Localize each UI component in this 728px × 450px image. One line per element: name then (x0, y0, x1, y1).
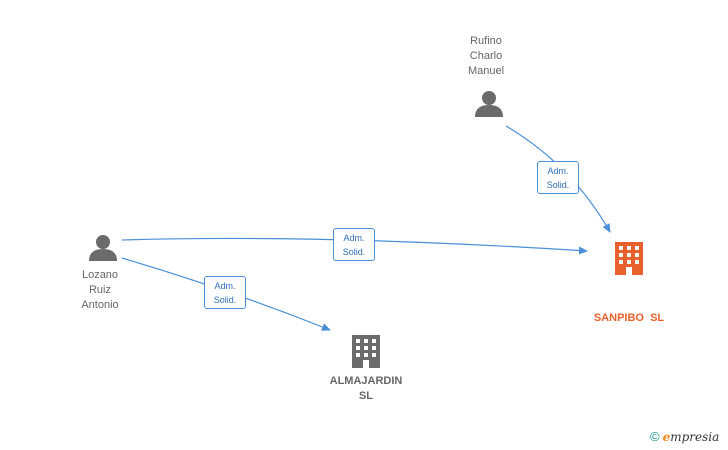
edge-label-lozano-almajardin: Adm. Solid. (204, 276, 246, 309)
copyright-icon: © (650, 429, 660, 444)
empresia-watermark: ©empresia (650, 429, 719, 444)
brand-initial: e (662, 430, 671, 444)
edge-label-rufino-sanpibo: Adm. Solid. (537, 161, 579, 194)
person-label-rufino[interactable]: Rufino Charlo Manuel (467, 35, 505, 77)
person-icon[interactable] (89, 235, 117, 261)
company-label-almajardin[interactable]: ALMAJARDIN SL (329, 375, 403, 402)
edge-label-lozano-sanpibo: Adm. Solid. (333, 228, 375, 261)
building-icon[interactable] (352, 335, 380, 368)
person-icon[interactable] (475, 91, 503, 117)
brand-name: mpresia (670, 430, 720, 444)
person-label-lozano[interactable]: Lozano Ruiz Antonio (81, 269, 119, 311)
company-label-sanpibo[interactable]: SANPIBO SL (593, 312, 665, 324)
building-icon[interactable] (615, 242, 643, 275)
